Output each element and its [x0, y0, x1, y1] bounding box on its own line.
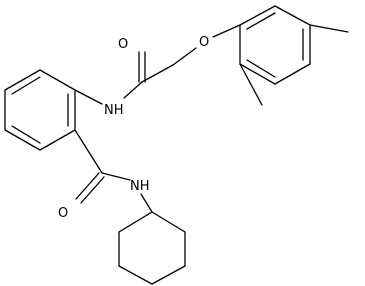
bond: [246, 59, 276, 78]
oxygen-ether-label: O: [199, 35, 209, 50]
bond: [239, 5, 276, 26]
bond: [141, 64, 174, 83]
benzamide-ring: [4, 69, 76, 151]
bond: [140, 193, 153, 213]
bond: [172, 47, 197, 66]
dimethylphenyl-ring: [239, 5, 311, 85]
bond: [101, 172, 131, 181]
amide-nh-bottom-label: NH: [130, 179, 150, 194]
carbonyl-double-bond: [80, 176, 105, 204]
bond: [11, 76, 41, 95]
oxygen-bottom-label: O: [58, 206, 68, 221]
bond: [151, 211, 186, 233]
bond: [239, 63, 276, 85]
methyl-bond-para: [309, 24, 349, 33]
methyl-bond-ortho: [239, 63, 263, 106]
amide-nh-top-label: NH: [104, 103, 124, 118]
carbonyl-double-bond: [75, 172, 100, 200]
bond: [39, 69, 76, 91]
bond: [4, 69, 41, 91]
bond: [118, 211, 153, 233]
bond: [4, 129, 41, 151]
cyclohexyl-ring: [118, 211, 186, 285]
bond: [39, 129, 76, 151]
bond: [274, 5, 311, 26]
bond: [74, 89, 103, 105]
bond: [246, 12, 276, 30]
bond: [118, 265, 153, 285]
oxygen-top-label: O: [118, 37, 128, 52]
bond: [123, 81, 143, 99]
bond: [274, 63, 311, 85]
bond: [11, 125, 41, 144]
bond: [151, 265, 186, 285]
bond: [212, 24, 241, 38]
bond: [74, 129, 103, 174]
